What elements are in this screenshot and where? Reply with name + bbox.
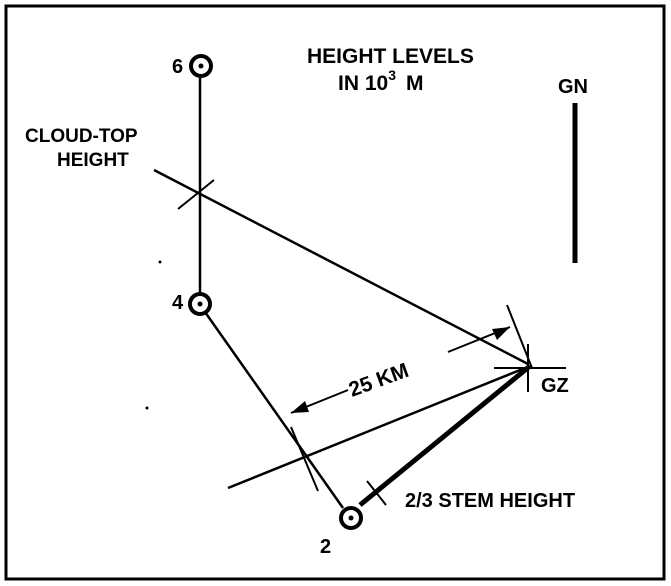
scan-speck [158,260,162,264]
cloud-top-line [153,168,529,366]
scan-speck [145,406,149,410]
base-line [227,364,531,490]
stem-label: 2/3 STEM HEIGHT [405,490,575,512]
title-line-1: HEIGHT LEVELS [307,45,474,68]
dimension-arrow-left [291,401,309,413]
height-6-dot [198,63,204,69]
height-6-label: 6 [172,56,183,78]
height-4-dot [197,301,203,307]
gz-dimension-tick [506,304,533,369]
north-label: GN [558,76,588,98]
title-line-2-suffix: M [406,72,424,95]
dimension-arrow-right [492,327,510,340]
height-2-dot [348,515,354,521]
stem-tick [366,480,387,506]
base-tick [290,426,319,492]
title-line-2-prefix: IN 10 [338,72,388,95]
height-4-label: 4 [172,292,184,314]
cloud-top-label-line-2: HEIGHT [57,150,129,171]
cloud-top-label-line-1: CLOUD-TOP [25,126,138,147]
cloud-top-tick [177,179,215,210]
ground-zero-label: GZ [541,375,569,397]
wind-line-4-to-2 [203,311,345,509]
height-2-label: 2 [320,536,331,558]
title-exponent: 3 [388,67,396,83]
stem-line [358,364,532,507]
distance-label: 25 KM [346,359,412,402]
